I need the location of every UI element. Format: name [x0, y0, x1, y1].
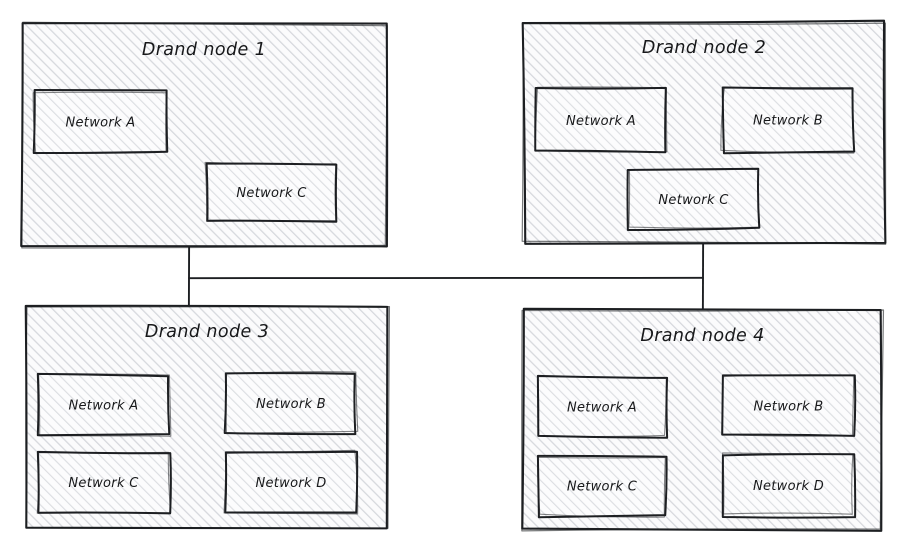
node-title: Drand node 2 — [642, 38, 766, 58]
network-label: Network A — [65, 116, 135, 131]
network-box[interactable]: Network C — [204, 161, 338, 223]
network-border — [224, 450, 359, 514]
network-hatch-fill — [38, 375, 169, 435]
network-border-second-pass — [225, 371, 359, 435]
node-container-4[interactable]: Drand node 4 Network A Network B Network C N… — [521, 307, 885, 532]
network-hatch-fill — [723, 455, 854, 516]
network-label: Network B — [256, 397, 326, 412]
network-box[interactable]: Network B — [720, 86, 856, 155]
network-border — [36, 372, 171, 437]
network-box[interactable]: Network D — [223, 449, 359, 515]
node-border-second-pass — [25, 305, 391, 529]
network-border-second-pass — [720, 86, 855, 154]
network-hatch-fill — [226, 452, 356, 513]
network-border-second-pass — [534, 86, 668, 153]
network-label: Network D — [255, 476, 326, 491]
network-box[interactable]: Network C — [36, 450, 172, 515]
network-hatch-fill — [538, 456, 666, 516]
node-title: Drand node 1 — [142, 40, 266, 60]
network-border-second-pass — [721, 374, 855, 437]
node-title: Drand node 3 — [145, 322, 269, 342]
network-box[interactable]: Network A — [534, 86, 668, 154]
network-label: Network C — [68, 476, 139, 491]
network-border-second-pass — [537, 456, 666, 518]
network-label: Network D — [753, 479, 824, 494]
node-border-second-pass — [521, 22, 887, 245]
connector-group — [187, 241, 705, 312]
network-label: Network B — [753, 114, 823, 129]
network-hatch-fill — [628, 170, 759, 229]
network-label: Network A — [567, 401, 637, 416]
network-hatch-fill — [207, 164, 336, 221]
network-border-second-pass — [32, 91, 167, 155]
network-border-second-pass — [628, 168, 761, 229]
node-title: Drand node 4 — [640, 326, 764, 346]
network-border — [223, 372, 357, 436]
network-box[interactable]: Network B — [721, 374, 857, 437]
network-box[interactable]: Network C — [626, 167, 761, 231]
network-box[interactable]: Network C — [536, 454, 668, 519]
node-container-3[interactable]: Drand node 3 Network A Network B Network C N… — [24, 304, 391, 530]
network-hatch-fill — [35, 91, 166, 153]
node-border-second-pass — [521, 309, 885, 532]
network-label: Network A — [68, 399, 138, 414]
network-label: Network B — [753, 400, 823, 415]
network-box[interactable]: Network A — [36, 372, 172, 437]
network-border-second-pass — [223, 449, 359, 515]
network-hatch-fill — [226, 374, 356, 433]
network-hatch-fill — [536, 89, 666, 152]
network-box[interactable]: Network A — [536, 374, 669, 439]
network-border-second-pass — [722, 452, 854, 515]
network-hatch-fill — [38, 452, 169, 513]
node-border-second-pass — [21, 21, 388, 249]
network-label: Network C — [236, 186, 307, 201]
network-box[interactable]: Network D — [721, 452, 857, 519]
network-label: Network C — [567, 480, 638, 495]
node-container-2[interactable]: Drand node 2 Network A Network B Network C — [521, 19, 887, 245]
network-box[interactable]: Network B — [223, 371, 359, 436]
network-border — [32, 89, 169, 155]
network-label: Network A — [566, 114, 636, 129]
network-hatch-fill — [538, 377, 666, 437]
network-border — [536, 454, 668, 519]
network-box[interactable]: Network A — [32, 89, 169, 155]
network-border-second-pass — [38, 373, 172, 437]
node-border — [521, 307, 883, 532]
network-hatch-fill — [723, 376, 854, 436]
network-border-second-pass — [36, 451, 172, 514]
network-border-second-pass — [204, 161, 337, 222]
network-border-second-pass — [537, 376, 667, 438]
network-label: Network C — [658, 193, 729, 208]
node-container-1[interactable]: Drand node 1 Network A Network C — [20, 21, 389, 249]
network-hatch-fill — [723, 88, 853, 152]
